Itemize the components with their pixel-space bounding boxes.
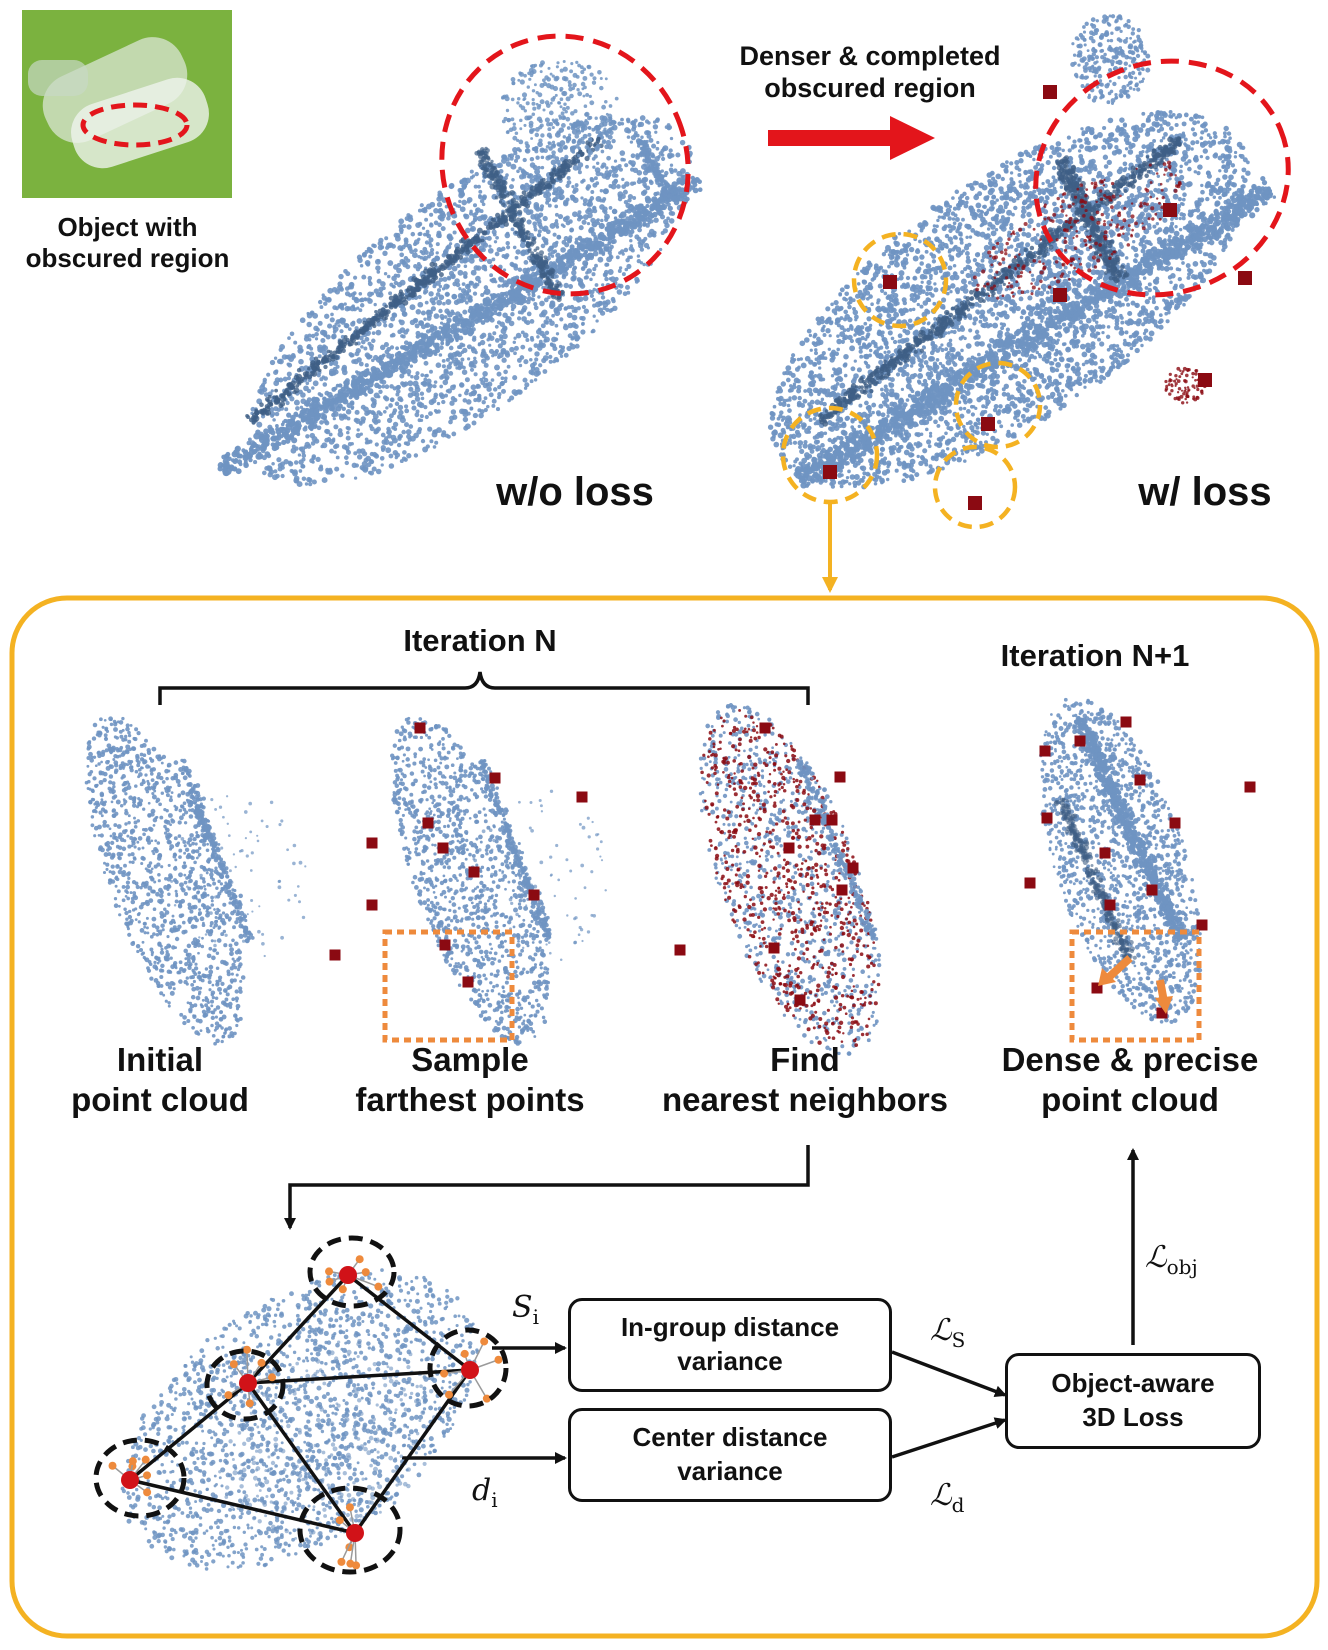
object-aware-loss-box: Object-aware 3D Loss — [1005, 1353, 1261, 1449]
symbol-s-sub: i — [533, 1305, 539, 1329]
group-center-point — [121, 1471, 139, 1489]
neighbor-point — [362, 1268, 370, 1276]
symbol-l-d: ℒd — [930, 1478, 964, 1517]
step-initial-line2: point cloud — [40, 1080, 280, 1120]
improvement-arrow — [768, 116, 935, 160]
inset-caption: Object with obscured region — [0, 212, 255, 274]
iteration-n-brace — [160, 672, 808, 705]
cloud-without-loss — [218, 60, 703, 487]
neighbor-point — [224, 1391, 232, 1399]
dense-point-cloud-plot — [1025, 698, 1256, 1024]
with-loss-label: w/ loss — [1115, 468, 1295, 516]
symbol-l-obj: ℒobj — [1145, 1240, 1198, 1279]
object-photo-inset — [22, 10, 232, 198]
loss-box-line1: Object-aware — [1051, 1367, 1214, 1401]
step-neighbors-line1: Find — [630, 1040, 980, 1080]
neighbor-point — [440, 1370, 448, 1378]
iteration-n-label: Iteration N — [340, 622, 620, 659]
neighbor-point — [246, 1399, 254, 1407]
neighbor-point — [326, 1278, 334, 1286]
neighbor-point — [356, 1255, 364, 1263]
step-sample-caption: Sample farthest points — [330, 1040, 610, 1119]
step-dense-line2: point cloud — [975, 1080, 1285, 1120]
arrow-caption-line1: Denser & completed — [690, 40, 1050, 72]
neighbor-point — [352, 1561, 360, 1569]
loss-box-line2: 3D Loss — [1051, 1401, 1214, 1435]
neighbor-point — [337, 1558, 345, 1566]
symbol-d-sub: i — [491, 1488, 497, 1512]
symbol-lobj-sub: obj — [1167, 1255, 1198, 1279]
step-neighbors-line2: nearest neighbors — [630, 1080, 980, 1120]
inset-caption-line2: obscured region — [0, 243, 255, 274]
group-center-point — [239, 1374, 257, 1392]
neighbor-point — [143, 1488, 151, 1496]
neighbor-point — [336, 1516, 344, 1524]
center-variance-box: Center distance variance — [568, 1408, 892, 1502]
symbol-d: d — [472, 1473, 491, 1508]
neighbor-point — [325, 1267, 333, 1275]
group-link — [348, 1275, 470, 1370]
symbol-ls-sub: S — [952, 1328, 966, 1352]
symbol-ls: ℒ — [930, 1313, 952, 1348]
step-neighbors-caption: Find nearest neighbors — [630, 1040, 980, 1119]
step-sample-line2: farthest points — [330, 1080, 610, 1120]
neighbor-point — [339, 1285, 347, 1293]
sampled-point-cloud-plot — [330, 717, 607, 1046]
without-loss-label: w/o loss — [470, 468, 680, 516]
initial-point-cloud-plot — [85, 716, 307, 1045]
step-dense-caption: Dense & precise point cloud — [975, 1040, 1285, 1119]
symbol-d-i: di — [472, 1473, 498, 1512]
symbol-lobj: ℒ — [1145, 1240, 1167, 1275]
neighbor-point — [243, 1346, 251, 1354]
group-center-point — [461, 1361, 479, 1379]
symbol-s: S — [512, 1290, 533, 1325]
symbol-s-i: Si — [512, 1290, 539, 1329]
step-initial-line1: Initial — [40, 1040, 280, 1080]
step-sample-line1: Sample — [330, 1040, 610, 1080]
neighbor-point — [374, 1283, 382, 1291]
neighbor-point — [346, 1503, 354, 1511]
symbol-ld-sub: d — [952, 1493, 965, 1517]
symbol-ld: ℒ — [930, 1478, 952, 1513]
step-initial-caption: Initial point cloud — [40, 1040, 280, 1119]
step-dense-line1: Dense & precise — [975, 1040, 1285, 1080]
neighbor-point — [445, 1391, 453, 1399]
in-group-line2: variance — [621, 1345, 839, 1379]
neighbor-point — [494, 1356, 502, 1364]
neighbor-point-cloud-plot — [675, 703, 882, 1056]
arrow-caption-line2: obscured region — [690, 72, 1050, 104]
neighbor-point — [480, 1337, 488, 1345]
arrow-caption: Denser & completed obscured region — [690, 40, 1050, 105]
grouped-point-cloud-plot — [96, 1238, 506, 1572]
neighbor-point — [143, 1471, 151, 1479]
group-center-point — [346, 1524, 364, 1542]
center-line1: Center distance — [632, 1421, 827, 1455]
iteration-n1-label: Iteration N+1 — [965, 637, 1225, 674]
highlight-circle — [935, 447, 1015, 527]
center-line2: variance — [632, 1455, 827, 1489]
neighbor-point — [230, 1360, 238, 1368]
neighbor-point — [109, 1462, 117, 1470]
group-center-point — [339, 1266, 357, 1284]
inset-caption-line1: Object with — [0, 212, 255, 243]
neighbor-point — [461, 1350, 469, 1358]
in-group-line1: In-group distance — [621, 1311, 839, 1345]
neighbor-point — [142, 1456, 150, 1464]
in-group-variance-box: In-group distance variance — [568, 1298, 892, 1392]
neighbor-point — [258, 1359, 266, 1367]
symbol-l-s: ℒS — [930, 1313, 965, 1352]
neighbor-point — [483, 1395, 491, 1403]
neighbor-point — [268, 1373, 276, 1381]
neighbor-point — [129, 1457, 137, 1465]
